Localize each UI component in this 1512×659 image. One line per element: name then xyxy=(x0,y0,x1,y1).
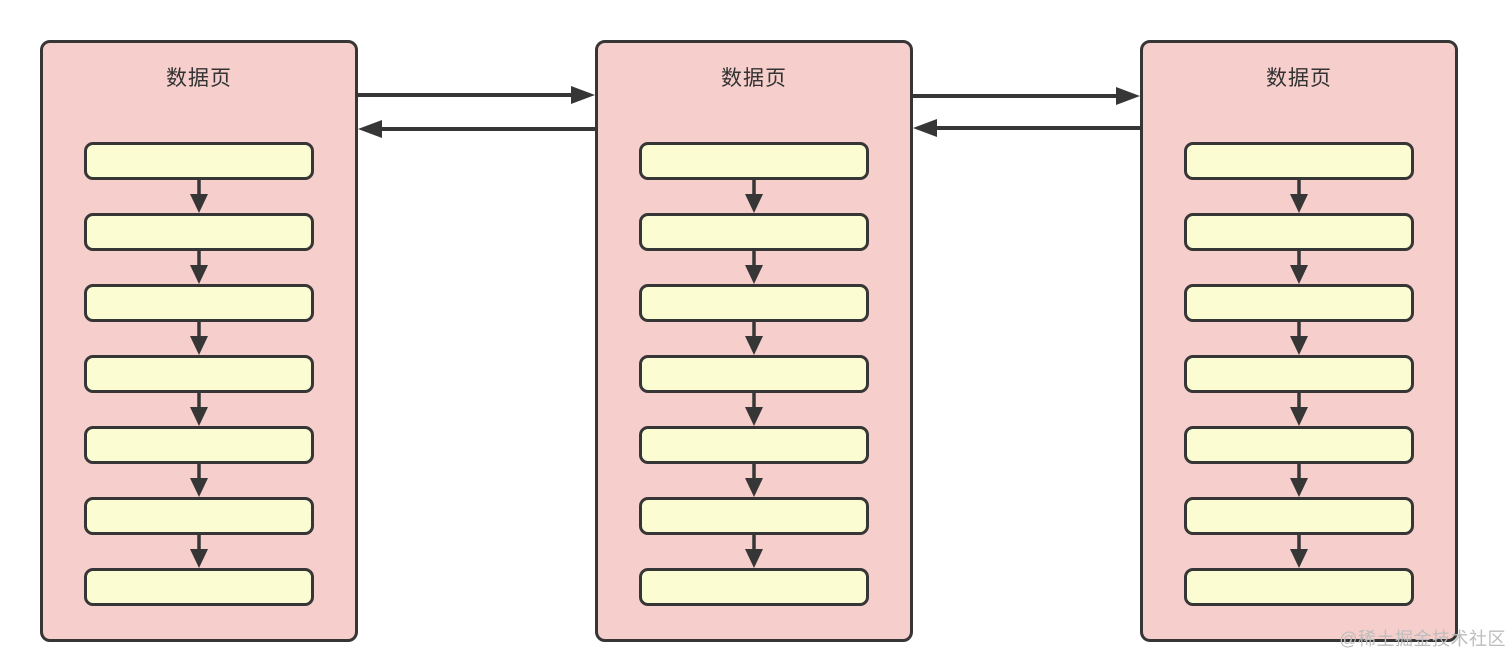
record-chain-down-arrow-icon xyxy=(745,393,763,426)
record-slot xyxy=(84,284,314,322)
arrow-page3-to-page2-icon xyxy=(913,119,1140,137)
record-slot xyxy=(84,497,314,535)
record-chain-down-arrow-icon xyxy=(1290,322,1308,355)
record-chain-down-arrow-icon xyxy=(190,393,208,426)
page-title: 数据页 xyxy=(1266,67,1332,90)
record-slot xyxy=(84,213,314,251)
arrow-page2-to-page3-icon xyxy=(913,87,1140,105)
arrow-page1-to-page2-icon xyxy=(358,86,595,104)
record-list xyxy=(598,142,910,606)
record-chain-down-arrow-icon xyxy=(745,251,763,284)
record-slot xyxy=(639,568,869,606)
data-page-2: 数据页 xyxy=(595,40,913,642)
record-chain-down-arrow-icon xyxy=(1290,251,1308,284)
record-slot xyxy=(639,142,869,180)
record-slot xyxy=(639,284,869,322)
data-page-3: 数据页 xyxy=(1140,40,1458,642)
record-chain-down-arrow-icon xyxy=(745,180,763,213)
record-slot xyxy=(1184,497,1414,535)
record-chain-down-arrow-icon xyxy=(190,464,208,497)
record-slot xyxy=(1184,213,1414,251)
record-slot xyxy=(1184,355,1414,393)
record-chain-down-arrow-icon xyxy=(1290,393,1308,426)
watermark: @稀土掘金技术社区 xyxy=(1339,629,1506,649)
record-list xyxy=(43,142,355,606)
record-slot xyxy=(639,213,869,251)
record-slot xyxy=(1184,426,1414,464)
record-slot xyxy=(84,426,314,464)
record-slot xyxy=(1184,142,1414,180)
record-slot xyxy=(1184,284,1414,322)
page-title: 数据页 xyxy=(721,67,787,90)
record-slot xyxy=(1184,568,1414,606)
record-chain-down-arrow-icon xyxy=(1290,535,1308,568)
record-chain-down-arrow-icon xyxy=(745,322,763,355)
record-slot xyxy=(84,142,314,180)
record-chain-down-arrow-icon xyxy=(1290,180,1308,213)
record-slot xyxy=(639,355,869,393)
record-chain-down-arrow-icon xyxy=(190,535,208,568)
record-chain-down-arrow-icon xyxy=(190,322,208,355)
record-list xyxy=(1143,142,1455,606)
arrow-page2-to-page1-icon xyxy=(358,120,597,138)
record-slot xyxy=(84,355,314,393)
data-page-1: 数据页 xyxy=(40,40,358,642)
record-chain-down-arrow-icon xyxy=(745,535,763,568)
record-chain-down-arrow-icon xyxy=(190,251,208,284)
record-slot xyxy=(639,426,869,464)
record-slot xyxy=(639,497,869,535)
record-slot xyxy=(84,568,314,606)
record-chain-down-arrow-icon xyxy=(1290,464,1308,497)
page-title: 数据页 xyxy=(166,67,232,90)
record-chain-down-arrow-icon xyxy=(745,464,763,497)
record-chain-down-arrow-icon xyxy=(190,180,208,213)
